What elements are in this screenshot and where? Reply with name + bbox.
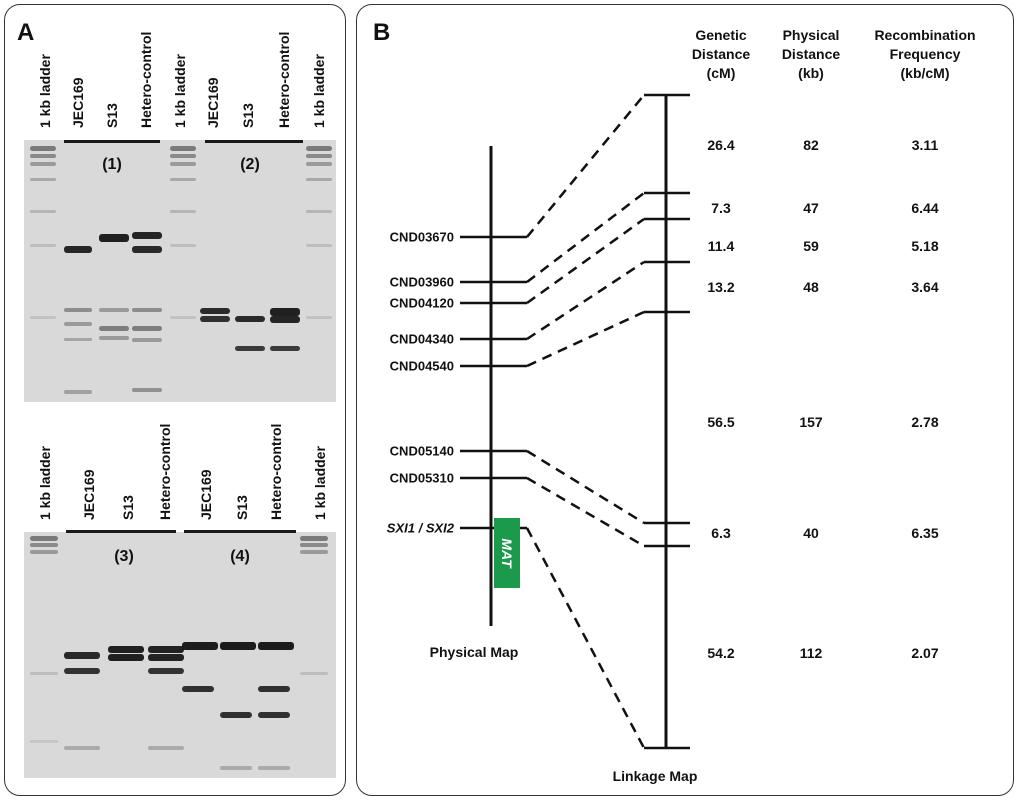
gel-number-4: (4) xyxy=(230,548,250,565)
gel-number-3: (3) xyxy=(114,548,134,565)
cell-freq: 3.11 xyxy=(911,137,939,153)
panel-b: B xyxy=(356,4,1014,796)
header-genetic-text: Genetic Distance (cM) xyxy=(691,27,751,81)
cell-kb: 112 xyxy=(799,645,823,661)
cell-cm: 13.2 xyxy=(707,279,735,295)
physical-map-label: Physical Map xyxy=(429,644,519,660)
cell-cm: 11.4 xyxy=(707,238,735,254)
cell-cm: 6.3 xyxy=(711,525,731,541)
cell-kb: 157 xyxy=(799,414,823,430)
cell-cm: 26.4 xyxy=(707,137,735,153)
cell-kb: 59 xyxy=(803,238,819,254)
cell-freq: 6.35 xyxy=(911,525,939,541)
panel-a-letter: A xyxy=(17,19,35,46)
gel-2-bar xyxy=(205,140,303,143)
gel-top xyxy=(24,140,336,402)
cell-cm: 54.2 xyxy=(707,645,735,661)
header-recomb-text: Recombination Frequency (kb/cM) xyxy=(874,27,976,81)
panel-b-letter: B xyxy=(373,19,391,46)
gel-1-bar xyxy=(64,140,160,143)
header-genetic-distance: Genetic Distance (cM) xyxy=(692,26,750,83)
header-physical-distance: Physical Distance (kb) xyxy=(782,26,840,83)
header-physical-text: Physical Distance (kb) xyxy=(781,27,841,81)
cell-freq: 5.18 xyxy=(911,238,939,254)
cell-freq: 2.78 xyxy=(911,414,939,430)
gel-number-2: (2) xyxy=(240,156,260,173)
marker-label: CND05140 xyxy=(389,443,454,459)
gel-3-bar xyxy=(66,530,176,533)
cell-freq: 6.44 xyxy=(911,200,939,216)
mat-label: MAT xyxy=(499,538,515,568)
gel-4-bar xyxy=(184,530,296,533)
gel-number-1: (1) xyxy=(102,156,122,173)
marker-label: CND04340 xyxy=(389,331,454,347)
header-recombination: Recombination Frequency (kb/cM) xyxy=(874,26,975,83)
cell-freq: 2.07 xyxy=(911,645,939,661)
cell-cm: 56.5 xyxy=(707,414,735,430)
cell-kb: 82 xyxy=(803,137,819,153)
marker-label: CND05310 xyxy=(389,470,454,486)
marker-label: CND03670 xyxy=(389,229,454,245)
cell-kb: 40 xyxy=(803,525,819,541)
cell-cm: 7.3 xyxy=(711,200,731,216)
marker-label: CND04120 xyxy=(389,295,454,311)
mat-locus-box: MAT xyxy=(494,518,520,588)
gel-bottom xyxy=(24,532,336,778)
marker-label: CND03960 xyxy=(389,274,454,290)
cell-kb: 47 xyxy=(803,200,819,216)
marker-label: CND04540 xyxy=(389,358,454,374)
cell-kb: 48 xyxy=(803,279,819,295)
cell-freq: 3.64 xyxy=(911,279,939,295)
marker-label-sxi: SXI1 / SXI2 xyxy=(386,520,454,536)
linkage-map-label: Linkage Map xyxy=(612,768,698,784)
